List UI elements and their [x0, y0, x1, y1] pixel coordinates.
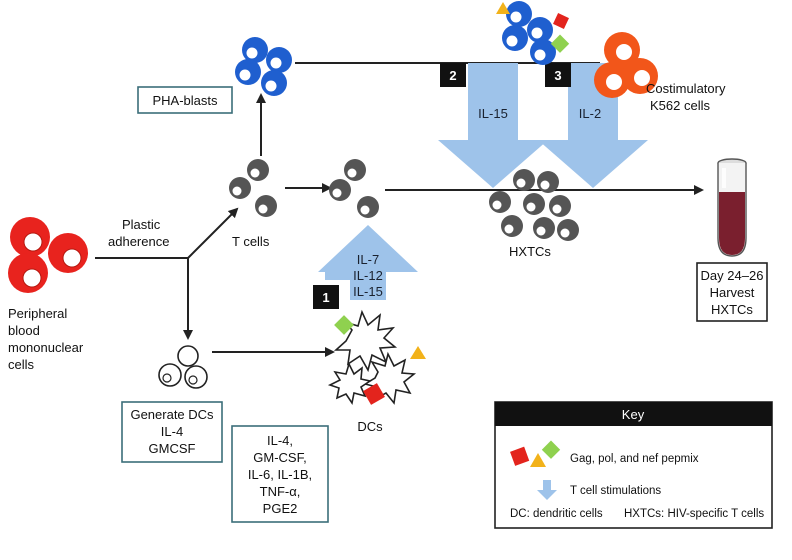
key-title: Key: [622, 407, 645, 422]
hxtcs-label: HXTCs: [509, 244, 551, 259]
svg-text:K562 cells: K562 cells: [650, 98, 710, 113]
key-stim-label: T cell stimulations: [570, 485, 661, 497]
svg-text:Day 24–26: Day 24–26: [701, 268, 764, 283]
svg-text:PGE2: PGE2: [263, 501, 298, 516]
step-1-badge: [313, 285, 339, 309]
generate-dcs-box: Generate DCs IL-4 GMCSF: [121, 401, 223, 463]
pepmix-yellow-triangle: [496, 2, 510, 14]
svg-text:Costimulatory: Costimulatory: [646, 81, 726, 96]
svg-text:GMCSF: GMCSF: [149, 441, 196, 456]
svg-text:cells: cells: [8, 357, 35, 372]
dc-precursor-cells: [158, 345, 208, 389]
svg-text:PHA-blasts: PHA-blasts: [152, 93, 218, 108]
step-1-cytokine-3: IL-15: [353, 284, 383, 299]
key-pepmix-icons: [510, 440, 561, 467]
t-cell-cluster-2: [329, 159, 379, 218]
step-3-badge: [545, 63, 571, 87]
step-3-cytokine: IL-2: [579, 106, 601, 121]
key-hxtc-label: HXTCs: HIV-specific T cells: [624, 508, 764, 520]
svg-text:HXTCs: HXTCs: [711, 302, 753, 317]
t-cells-label: T cells: [232, 234, 270, 249]
svg-text:mononuclear: mononuclear: [8, 340, 84, 355]
pepmix-red-square: [553, 13, 569, 29]
cytokine-cocktail-box: IL-4, GM-CSF, IL-6, IL-1B, TNF-α, PGE2: [231, 425, 329, 523]
svg-text:Generate DCs: Generate DCs: [130, 407, 214, 422]
hxtc-cluster: [489, 169, 579, 241]
dcs-label: DCs: [357, 419, 383, 434]
step-1-cytokine-1: IL-7: [357, 252, 379, 267]
key-pepmix-label: Gag, pol, and nef pepmix: [570, 453, 699, 465]
svg-text:adherence: adherence: [108, 234, 169, 249]
step-3-number: 3: [554, 68, 561, 83]
step-1-number: 1: [322, 290, 329, 305]
svg-text:IL-4,: IL-4,: [267, 433, 293, 448]
step-2-number: 2: [449, 68, 456, 83]
red-cell: [8, 253, 48, 293]
red-cell: [48, 233, 88, 273]
red-cell: [10, 217, 50, 257]
k562-cells: [594, 32, 658, 98]
svg-text:IL-6, IL-1B,: IL-6, IL-1B,: [248, 467, 312, 482]
step-2-badge: [440, 63, 466, 87]
svg-text:Peripheral: Peripheral: [8, 306, 67, 321]
svg-text:Plastic: Plastic: [122, 217, 161, 232]
key-dc-label: DC: dendritic cells: [510, 508, 603, 520]
plastic-adherence-label: Plastic adherence: [108, 217, 169, 249]
peptide-pulsed-blast-cells: [496, 1, 570, 65]
step-1-cytokine-2: IL-12: [353, 268, 383, 283]
svg-text:blood: blood: [8, 323, 40, 338]
t-cell-cluster-1: [229, 159, 277, 217]
harvest-box: Day 24–26 Harvest HXTCs: [696, 262, 768, 322]
pepmix-green-square: [334, 315, 354, 335]
pbmc-cells: [8, 217, 88, 293]
svg-text:Harvest: Harvest: [710, 285, 755, 300]
stimulation-arrow-1: 1 IL-7 IL-12 IL-15: [313, 225, 418, 309]
pepmix-yellow-triangle: [410, 346, 426, 359]
pepmix-red-square: [363, 383, 385, 405]
step-2-cytokine: IL-15: [478, 106, 508, 121]
key-legend: Key Gag, pol, and nef pepmix T cell stim…: [494, 401, 773, 529]
pepmix-green-square: [550, 34, 570, 53]
svg-text:GM-CSF,: GM-CSF,: [253, 450, 306, 465]
pha-blast-cells: [235, 37, 292, 96]
key-stim-arrow-icon: [537, 480, 557, 500]
dendritic-cells: [327, 309, 426, 406]
svg-text:TNF-α,: TNF-α,: [260, 484, 301, 499]
svg-text:IL-4: IL-4: [161, 424, 183, 439]
stimulation-arrow-2: 2 IL-15: [438, 63, 548, 188]
pha-blasts-box: PHA-blasts: [137, 86, 233, 114]
harvest-tube-icon: [717, 158, 747, 257]
pbmc-label: Peripheral blood mononuclear cells: [8, 306, 84, 372]
costimulatory-label: Costimulatory K562 cells: [646, 81, 726, 113]
stimulation-arrow-3: 3 IL-2: [538, 63, 648, 188]
